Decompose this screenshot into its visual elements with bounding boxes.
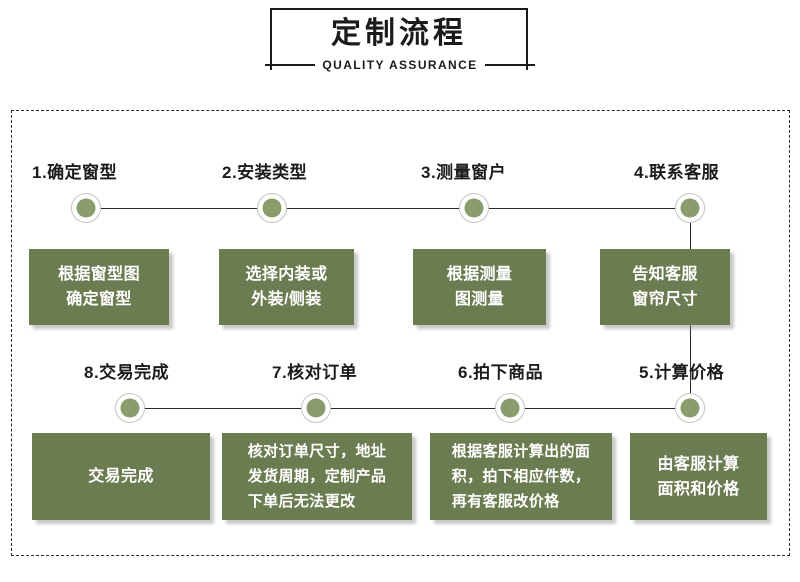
step-box-4-text: 告知客服 窗帘尺寸: [632, 266, 698, 308]
step-box-6-text: 根据客服计算出的面 积，拍下相应件数， 再有客服改价格: [451, 443, 591, 510]
step-label-8: 8.交易完成: [84, 363, 170, 382]
step-label-4: 4.联系客服: [634, 163, 720, 182]
step-box-1-text: 根据窗型图 确定窗型: [57, 266, 140, 308]
subtitle-rule-left: [265, 64, 316, 66]
step-label-2: 2.安装类型: [222, 163, 308, 182]
step-node-2[interactable]: [257, 193, 287, 223]
step-box-1: 根据窗型图 确定窗型: [29, 249, 169, 325]
step-node-4[interactable]: [675, 193, 705, 223]
step-box-8: 交易完成: [32, 433, 210, 520]
step-node-1[interactable]: [71, 193, 101, 223]
page-subtitle: QUALITY ASSURANCE: [315, 58, 485, 72]
step-box-7-text: 核对订单尺寸，地址 发货周期，定制产品 下单后无法更改: [247, 443, 387, 510]
step-box-2: 选择内装或 外装/侧装: [219, 249, 354, 325]
step-box-4: 告知客服 窗帘尺寸: [600, 249, 730, 325]
step-box-8-text: 交易完成: [88, 468, 154, 485]
step-box-7: 核对订单尺寸，地址 发货周期，定制产品 下单后无法更改: [222, 433, 412, 520]
step-box-3: 根据测量 图测量: [413, 249, 546, 325]
rail-row1: [86, 208, 690, 209]
step-box-3-text: 根据测量 图测量: [446, 266, 513, 308]
step-box-2-text: 选择内装或 外装/侧装: [245, 266, 328, 308]
step-box-5-text: 由客服计算 面积和价格: [657, 455, 740, 498]
page-title: 定制流程: [331, 17, 467, 50]
step-node-3[interactable]: [459, 193, 489, 223]
step-label-7: 7.核对订单: [272, 363, 358, 382]
step-box-5: 由客服计算 面积和价格: [630, 433, 767, 520]
rail-row2: [130, 408, 690, 409]
step-label-3: 3.测量窗户: [421, 163, 507, 182]
step-node-6[interactable]: [495, 393, 525, 423]
step-label-5: 5.计算价格: [639, 363, 725, 382]
step-label-6: 6.拍下商品: [458, 363, 544, 382]
step-node-5[interactable]: [675, 393, 705, 423]
subtitle-rule-right: [484, 64, 535, 66]
title-frame: 定制流程: [270, 8, 528, 70]
step-label-1: 1.确定窗型: [32, 163, 118, 182]
step-node-7[interactable]: [301, 393, 331, 423]
subtitle-row: QUALITY ASSURANCE: [265, 54, 535, 76]
flow-container: [11, 110, 790, 556]
step-box-6: 根据客服计算出的面 积，拍下相应件数， 再有客服改价格: [430, 433, 612, 520]
step-node-8[interactable]: [115, 393, 145, 423]
